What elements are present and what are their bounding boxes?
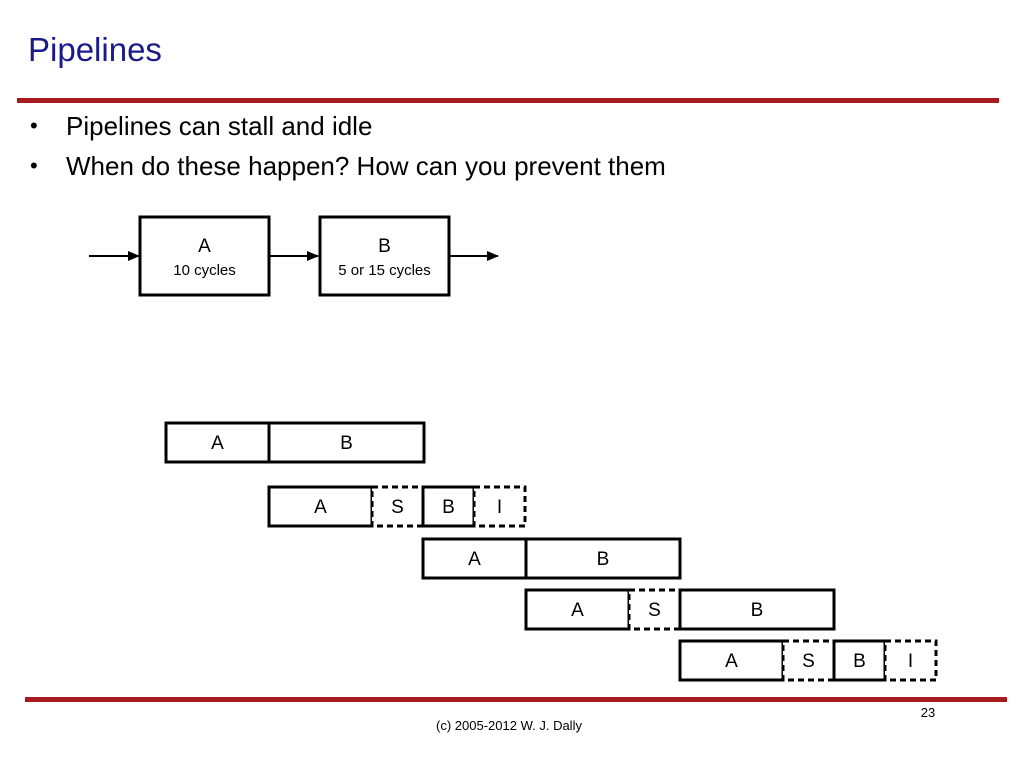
stage-b-name: B xyxy=(378,236,391,257)
copyright-text: (c) 2005-2012 W. J. Dally xyxy=(436,718,582,733)
timeline-cell-idle xyxy=(472,485,527,528)
bullet-list: • Pipelines can stall and idle • When do… xyxy=(30,106,666,186)
bullet-dot: • xyxy=(30,153,38,178)
timeline-cell-label: B xyxy=(751,600,764,621)
timeline-cell-label: B xyxy=(853,651,866,672)
footer-divider xyxy=(25,697,1007,702)
timeline-cell-stall xyxy=(627,588,682,631)
timeline-cell-a xyxy=(267,485,374,528)
timeline-cell-a xyxy=(524,588,631,631)
timeline-cell-label: A xyxy=(468,549,481,570)
timeline-cell-label: B xyxy=(442,497,455,518)
timeline-cell-label: I xyxy=(497,497,502,518)
bullet-dot: • xyxy=(30,113,38,138)
timeline-cell-label: S xyxy=(648,600,661,621)
stage-a-box xyxy=(138,215,271,297)
stage-b-latency: 5 or 15 cycles xyxy=(338,262,431,279)
timeline-cell-b xyxy=(421,485,476,528)
bullet-item: • When do these happen? How can you prev… xyxy=(30,146,666,186)
timeline-cell-label: A xyxy=(571,600,584,621)
title-divider xyxy=(17,98,999,103)
timeline-row: A S B I xyxy=(267,485,527,528)
timeline-cell-stall xyxy=(370,485,425,528)
timeline-cell-label: I xyxy=(908,651,913,672)
footer-copyright: (c) 2005-2012 W. J. Dally xyxy=(0,718,1024,733)
bullet-text: Pipelines can stall and idle xyxy=(66,111,373,141)
timeline-cell-label: B xyxy=(340,433,353,454)
stage-a-latency: 10 cycles xyxy=(173,262,236,279)
timeline-cell-a xyxy=(164,421,271,464)
bullet-item: • Pipelines can stall and idle xyxy=(30,106,666,146)
timeline-cell-label: S xyxy=(391,497,404,518)
stage-b-box xyxy=(318,215,451,297)
timeline-cell-b xyxy=(678,588,836,631)
page-number: 23 xyxy=(920,705,936,720)
timeline-cell-idle xyxy=(883,639,938,682)
timeline-cell-label: A xyxy=(211,433,224,454)
timeline-cell-b xyxy=(267,421,426,464)
timeline-row: A B xyxy=(421,537,682,580)
timeline-cell-label: A xyxy=(725,651,738,672)
timeline-cell-label: S xyxy=(802,651,815,672)
slide-title: Pipelines xyxy=(28,31,162,68)
timeline-row: A S B I xyxy=(678,639,938,682)
timeline-cell-b xyxy=(524,537,682,580)
timeline-row: A S B xyxy=(524,588,836,631)
timeline-cell-a xyxy=(678,639,785,682)
timeline-cell-a xyxy=(421,537,528,580)
stage-a-name: A xyxy=(198,236,211,257)
timeline-cell-label: A xyxy=(314,497,327,518)
timeline-cell-label: B xyxy=(597,549,610,570)
bullet-text: When do these happen? How can you preven… xyxy=(66,151,666,181)
timeline-row: A B xyxy=(164,421,426,464)
timeline-cell-b xyxy=(832,639,887,682)
timeline-cell-stall xyxy=(781,639,836,682)
